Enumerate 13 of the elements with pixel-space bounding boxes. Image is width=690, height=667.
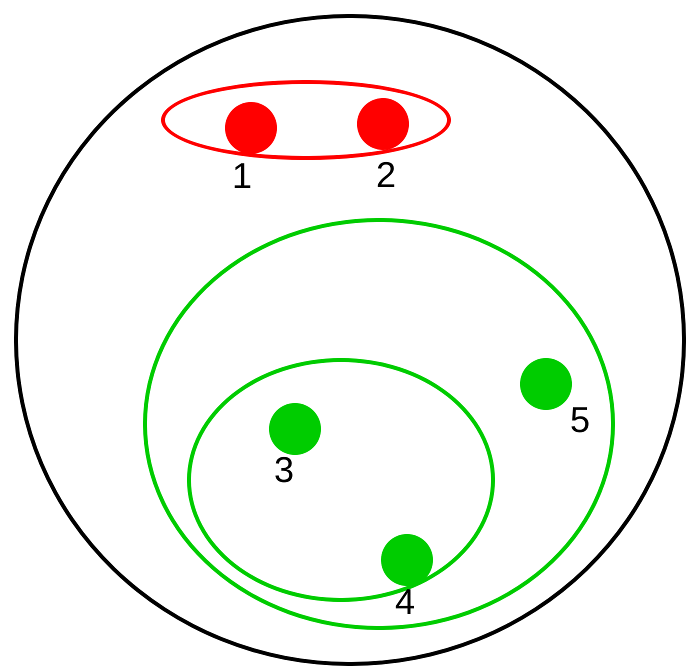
- dot: [225, 102, 277, 154]
- dot-number: 3: [274, 452, 294, 488]
- dot: [269, 403, 321, 455]
- dot-number: 5: [570, 402, 590, 438]
- dot-number: 4: [394, 584, 416, 620]
- dot: [381, 534, 433, 586]
- ellipse-outline: [14, 14, 686, 666]
- ellipse-outline: [161, 80, 451, 160]
- dot: [520, 358, 572, 410]
- dot: [357, 98, 409, 150]
- dot-number: 2: [376, 157, 396, 193]
- dot-number: 1: [232, 158, 252, 194]
- ellipse-outline: [143, 218, 615, 630]
